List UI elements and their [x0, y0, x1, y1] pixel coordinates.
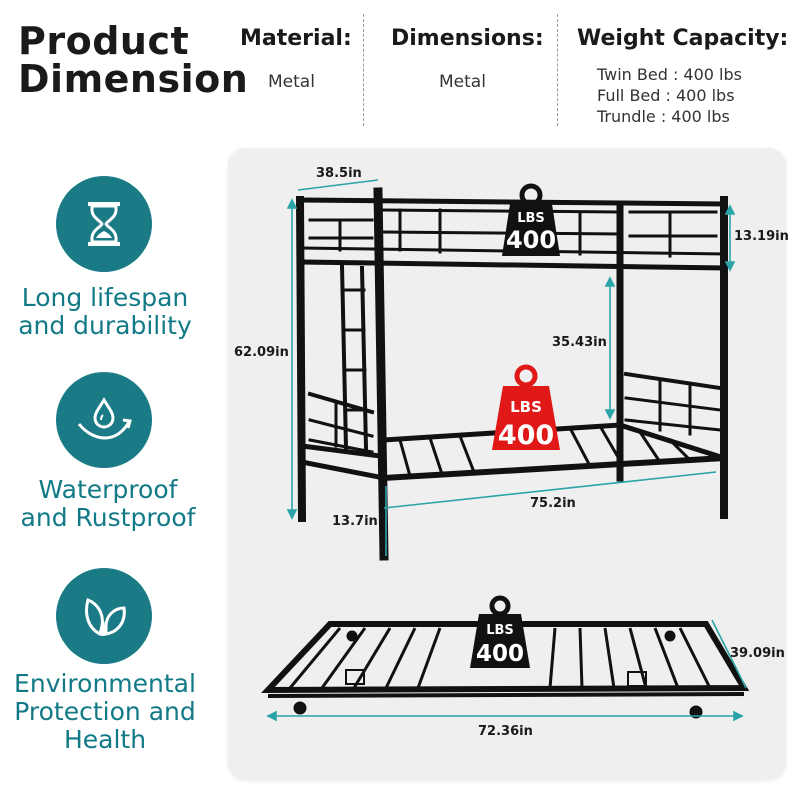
divider — [363, 14, 364, 126]
divider — [557, 14, 558, 126]
dim-length: 75.2in — [530, 496, 576, 511]
dim-leg-height: 13.7in — [332, 514, 378, 529]
weight-badge-red-value: 400 — [498, 420, 554, 451]
dim-bunk-gap: 35.43in — [552, 335, 607, 350]
dim-trundle-width: 39.09in — [730, 646, 785, 661]
weight-badge-red-unit: LBS — [510, 398, 542, 416]
feature-waterproof-label: Waterproof and Rustproof — [20, 475, 196, 532]
leaf-icon — [56, 568, 152, 664]
page-title: Product Dimension — [18, 22, 248, 98]
feature-lifespan-label: Long lifespan and durability — [18, 283, 192, 340]
title-line-1: Product — [18, 19, 190, 63]
dim-width-top: 38.5in — [316, 166, 362, 181]
weight-badge-red: LBS 400 — [492, 364, 560, 451]
dim-total-height: 62.09in — [234, 345, 289, 360]
feature-environment-label: Environmental Protection and Health — [14, 669, 196, 754]
capacity-full: Full Bed : 400 lbs — [597, 86, 735, 105]
capacity-trundle: Trundle : 400 lbs — [597, 107, 730, 126]
weight-badge-trundle-unit: LBS — [486, 623, 514, 638]
title-line-2: Dimension — [18, 57, 249, 101]
dimensions-label: Dimensions: — [391, 26, 544, 51]
weight-badge-top: LBS 400 — [502, 183, 560, 256]
dim-trundle-length: 72.36in — [478, 724, 533, 739]
weight-badge-trundle: LBS 400 — [470, 595, 530, 668]
dim-rail-height: 13.19in — [734, 229, 789, 244]
capacity-twin: Twin Bed : 400 lbs — [597, 65, 742, 84]
weight-badge-top-unit: LBS — [517, 211, 545, 226]
material-value: Metal — [268, 72, 315, 92]
weight-badge-trundle-value: 400 — [476, 641, 524, 667]
water-drop-icon — [56, 372, 152, 468]
capacity-label: Weight Capacity: — [577, 26, 789, 51]
weight-badge-top-value: 400 — [506, 226, 556, 254]
capacity-list: Twin Bed : 400 lbs Full Bed : 400 lbs Tr… — [597, 64, 742, 127]
material-label: Material: — [240, 26, 352, 51]
dimensions-value: Metal — [439, 72, 486, 92]
hourglass-icon — [56, 176, 152, 272]
